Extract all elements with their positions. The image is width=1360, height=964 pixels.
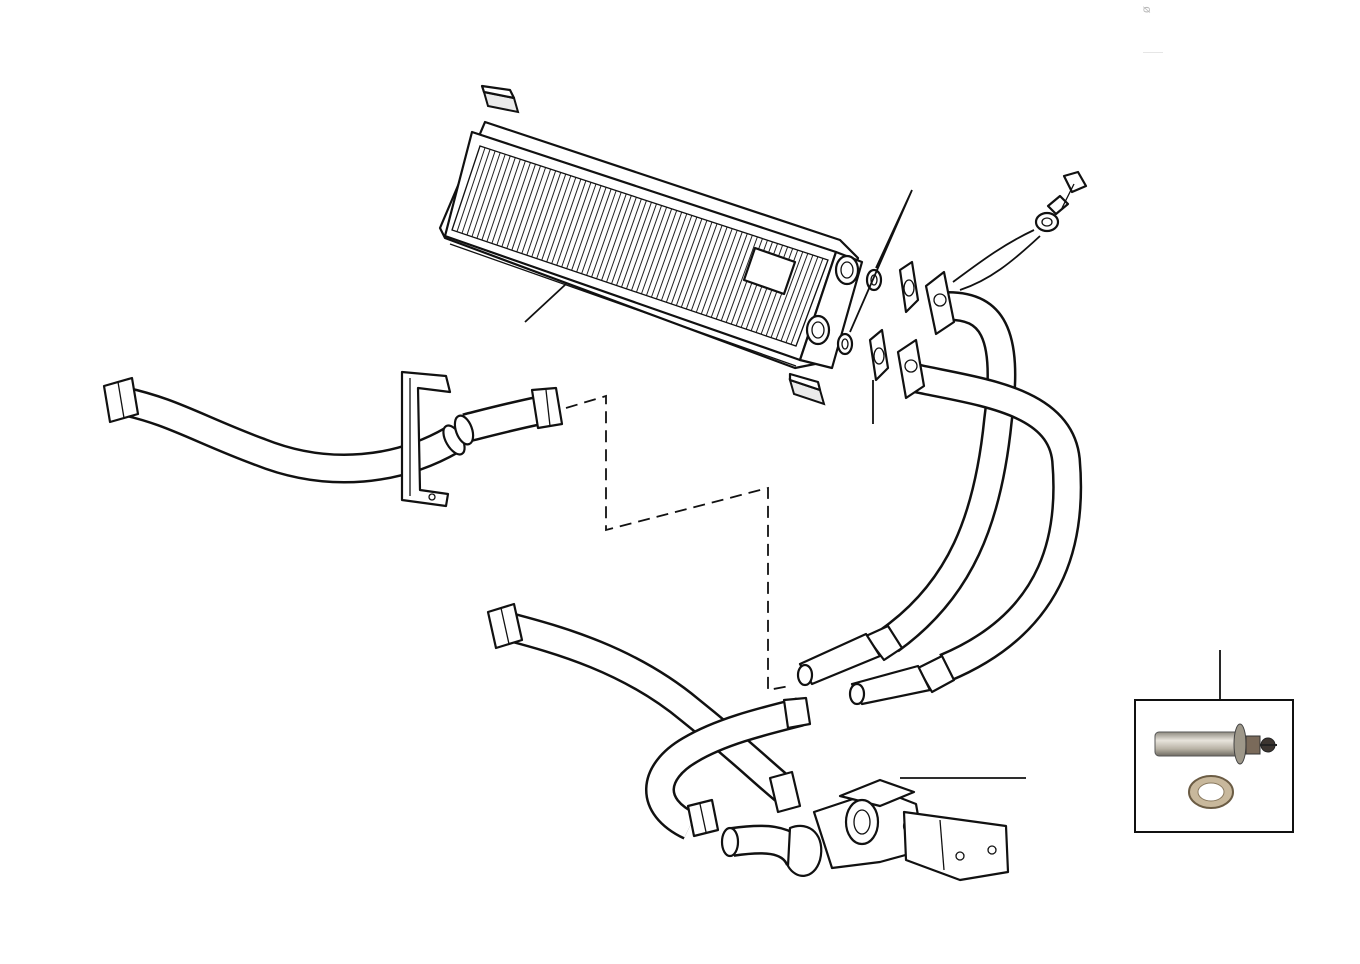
heater-core-fin (690, 225, 723, 311)
heater-core-fin (561, 182, 592, 268)
heater-core-fin (626, 203, 657, 290)
heater-hose-upper-short[interactable] (451, 386, 564, 447)
heater-core-fin (715, 233, 748, 320)
heater-core-fin (616, 200, 647, 286)
heater-core-fin (725, 236, 758, 323)
heater-core-fin (571, 185, 602, 271)
heater-hose-return[interactable] (645, 696, 812, 840)
pipe-flange-lower (896, 338, 926, 400)
heater-core-fin (521, 168, 552, 254)
heater-core-fin (491, 159, 521, 244)
o-ring-lower[interactable] (836, 332, 854, 356)
heater-core-fin (526, 170, 557, 256)
heater-core-fin (631, 205, 663, 291)
heater-hose-lower[interactable] (486, 602, 802, 814)
hose-clamp-upper-right (530, 386, 564, 430)
heater-core-fin (466, 150, 496, 236)
thermostat-seal-ring (1188, 775, 1234, 809)
heater-core-fin (611, 198, 642, 284)
corner-mark: ᴓ (1143, 2, 1163, 53)
heater-core-fin (566, 183, 597, 269)
heater-core-fin (655, 213, 688, 300)
heater-core-fin (770, 251, 804, 338)
pipe-flange-upper (924, 270, 956, 336)
heater-core-fin (780, 254, 814, 342)
heater-core-fin (586, 190, 617, 276)
heater-core-fin (541, 175, 572, 261)
heater-core-fin (621, 202, 652, 288)
heater-core-fin (546, 177, 577, 263)
leader-o-rings (849, 189, 913, 333)
heater-core-fin (506, 164, 536, 249)
heater-core-fin (705, 230, 738, 316)
heater-core-fin (481, 155, 511, 241)
mounting-pad-bottom[interactable] (788, 372, 826, 406)
thermostat-inset[interactable] (1134, 699, 1294, 833)
gasket-upper[interactable] (898, 260, 920, 314)
leader-heater-core (524, 283, 567, 323)
heater-core-fin (591, 192, 622, 278)
heater-core-fin (556, 180, 587, 266)
heater-core-fin (596, 193, 627, 279)
heater-core-fin (476, 154, 506, 239)
heater-core-fin (685, 223, 718, 310)
heater-core-fin (456, 147, 486, 232)
control-valve[interactable] (720, 778, 1010, 882)
heater-core-fin (606, 197, 637, 283)
heater-core[interactable] (438, 120, 864, 370)
washer[interactable] (1034, 211, 1060, 233)
heater-core-fin (486, 157, 516, 242)
bolt[interactable] (1046, 170, 1088, 216)
heater-core-port-upper (834, 254, 860, 286)
heater-core-label-plate (742, 246, 797, 296)
hose-clamp-lower-right (768, 770, 802, 814)
gasket-lower[interactable] (868, 328, 890, 382)
heater-core-fin (720, 235, 753, 321)
heater-core-fin (710, 231, 743, 318)
hose-bracket[interactable] (400, 370, 452, 508)
heater-core-fin (516, 167, 547, 253)
heater-core-fin (785, 256, 819, 343)
heater-core-fin (601, 195, 632, 281)
heater-core-fin (650, 211, 683, 298)
heater-core-fin (700, 228, 733, 315)
heater-core-fin (670, 218, 703, 305)
heater-core-fin (675, 220, 708, 306)
heater-core-fin (531, 172, 562, 258)
heater-core-fin (501, 162, 531, 247)
leader-bolt-washer (952, 229, 1041, 291)
heater-core-fin (640, 208, 673, 295)
thermostat-cylinder (1154, 723, 1277, 765)
heater-core-fin (551, 178, 582, 264)
heater-core-fin (680, 221, 713, 308)
heater-core-port-lower (805, 314, 831, 346)
heater-core-fin (471, 152, 501, 237)
heater-core-fin (581, 188, 612, 274)
inlet-outlet-pipes[interactable] (796, 270, 1083, 706)
mounting-pad-top[interactable] (480, 84, 520, 114)
heater-core-fin (511, 165, 541, 251)
heater-core-fin (576, 187, 607, 273)
heater-core-fin (496, 160, 526, 246)
heater-core-fin (645, 210, 678, 296)
heater-core-fin (536, 173, 567, 259)
heater-core-fin (660, 215, 693, 301)
heater-core-fin (695, 226, 728, 313)
heater-core-fin (665, 216, 698, 303)
heater-core-fin (790, 258, 824, 345)
heater-core-fin (635, 206, 668, 293)
heater-core-fin (461, 149, 491, 234)
heater-core-fin (775, 253, 809, 340)
